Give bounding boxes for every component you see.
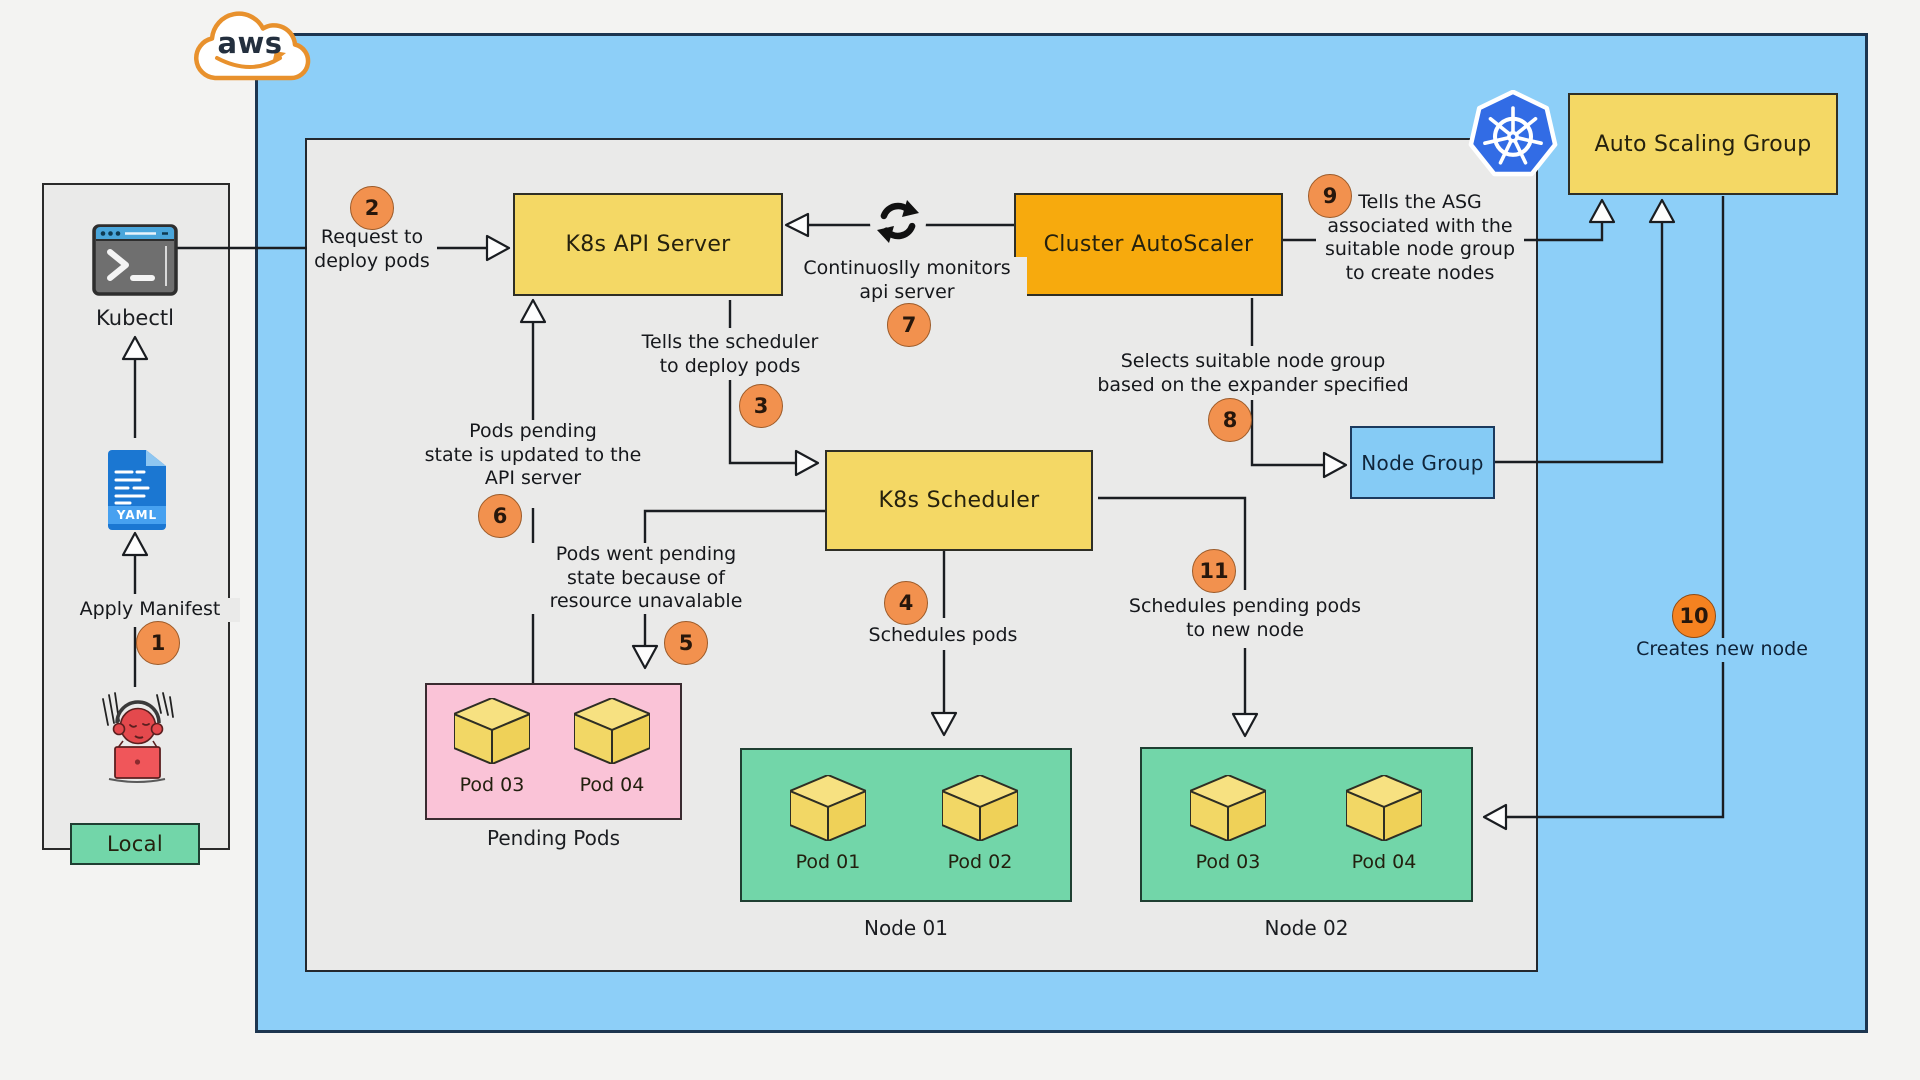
pod-cube-icon	[573, 697, 651, 765]
node-group-label: Node Group	[1361, 450, 1484, 475]
aws-logo: aws	[185, 6, 315, 90]
pod-cube-icon	[941, 774, 1019, 842]
pod-cube-icon	[453, 697, 531, 765]
developer-person-icon	[95, 683, 180, 785]
pending-pods-caption: Pending Pods	[486, 826, 620, 850]
step3-badge: 3	[739, 384, 783, 428]
step6-badge: 6	[478, 494, 522, 538]
node01-pod-02: Pod 02	[925, 774, 1035, 873]
node01-pod-01: Pod 01	[773, 774, 883, 873]
node02-caption: Node 02	[1264, 916, 1349, 940]
local-badge-box: Local	[70, 823, 200, 865]
step2-text: Request to deploy pods	[307, 226, 437, 273]
pod-cube-icon	[1189, 774, 1267, 842]
scheduler-label: K8s Scheduler	[878, 488, 1040, 513]
step7-badge: 7	[887, 303, 931, 347]
yaml-manifest-icon: YAML	[104, 450, 166, 530]
node01-caption: Node 01	[863, 916, 948, 940]
cluster-autoscaler-box: Cluster AutoScaler	[1014, 193, 1283, 296]
step1-badge: 1	[136, 621, 180, 665]
pod-label: Pod 01	[795, 851, 861, 873]
pod-label: Pod 02	[947, 851, 1013, 873]
kubectl-terminal-icon	[92, 224, 178, 296]
step5-badge: 5	[664, 621, 708, 665]
step3-text: Tells the scheduler to deploy pods	[625, 331, 835, 378]
yaml-badge: YAML	[108, 506, 166, 524]
pod-label: Pod 03	[459, 774, 525, 796]
step10-text: Creates new node	[1625, 638, 1819, 662]
pod-cube-icon	[789, 774, 867, 842]
step5-text: Pods went pending state because of resou…	[531, 543, 761, 614]
aws-logo-text: aws	[217, 26, 283, 60]
api-server-label: K8s API Server	[565, 232, 731, 257]
auto-scaling-group-box: Auto Scaling Group	[1568, 93, 1838, 195]
scheduler-box: K8s Scheduler	[825, 450, 1093, 551]
pending-pod-03: Pod 03	[437, 697, 547, 796]
pending-pod-04: Pod 04	[557, 697, 667, 796]
auto-scaling-group-label: Auto Scaling Group	[1594, 131, 1812, 157]
local-label: Local	[107, 832, 163, 856]
step11-badge: 11	[1192, 549, 1236, 593]
step7-text: Continuoslly monitors api server	[787, 257, 1027, 304]
pod-label: Pod 03	[1195, 851, 1261, 873]
step10-badge: 10	[1672, 594, 1716, 638]
kubernetes-logo-icon	[1468, 89, 1558, 180]
step8-text: Selects suitable node group based on the…	[1093, 350, 1413, 397]
cluster-autoscaler-label: Cluster AutoScaler	[1043, 232, 1254, 257]
pod-cube-icon	[1345, 774, 1423, 842]
node-group-box: Node Group	[1350, 426, 1495, 499]
monitor-cycle-icon	[869, 194, 927, 252]
step8-badge: 8	[1208, 398, 1252, 442]
aws-cloud-icon	[194, 11, 311, 81]
step2-badge: 2	[350, 186, 394, 230]
step4-badge: 4	[884, 581, 928, 625]
pod-label: Pod 04	[1351, 851, 1417, 873]
pod-label: Pod 04	[579, 774, 645, 796]
step9-badge: 9	[1308, 174, 1352, 218]
kubectl-caption: Kubectl	[96, 306, 174, 330]
node02-pod-03: Pod 03	[1173, 774, 1283, 873]
api-server-box: K8s API Server	[513, 193, 783, 296]
step11-text: Schedules pending pods to new node	[1122, 595, 1368, 642]
step9-text: Tells the ASG associated with the suitab…	[1316, 191, 1524, 285]
step4-text: Schedules pods	[858, 624, 1028, 648]
node02-pod-04: Pod 04	[1329, 774, 1439, 873]
step6-text: Pods pending state is updated to the API…	[413, 420, 653, 491]
step1-text: Apply Manifest	[60, 598, 240, 622]
